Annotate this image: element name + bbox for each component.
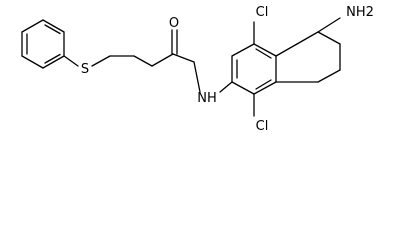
bond [317,69,341,83]
double-bond-inner [255,48,272,59]
chlorine-top: Cl [256,5,269,20]
bond [151,53,174,67]
structure-diagram: S O NH Cl Cl NH2 [21,5,374,134]
bond [296,31,319,45]
bond [172,53,195,63]
sulfur-atom: S [81,62,89,77]
aniline-ring [231,43,277,95]
bond [275,43,298,57]
amide-nh: NH [197,91,217,106]
double-bond-inner [44,24,61,35]
bond [231,81,255,95]
bond [253,43,277,57]
bond [253,81,277,95]
bond [133,55,153,67]
double-bond-inner [44,53,61,64]
oxygen-atom: O [169,16,179,31]
bond [21,55,44,69]
bond [317,31,341,45]
bond [42,19,65,33]
double-bond-inner [255,79,272,90]
bond [91,55,111,67]
chlorine-bottom: Cl [256,119,269,134]
bond [21,19,44,33]
bond [219,81,233,93]
bond [317,17,341,33]
phenyl-ring [21,19,65,69]
bond [231,43,255,57]
bond [42,55,65,69]
amine-group: NH2 [346,5,374,20]
bond [193,61,201,93]
bond [63,55,79,67]
